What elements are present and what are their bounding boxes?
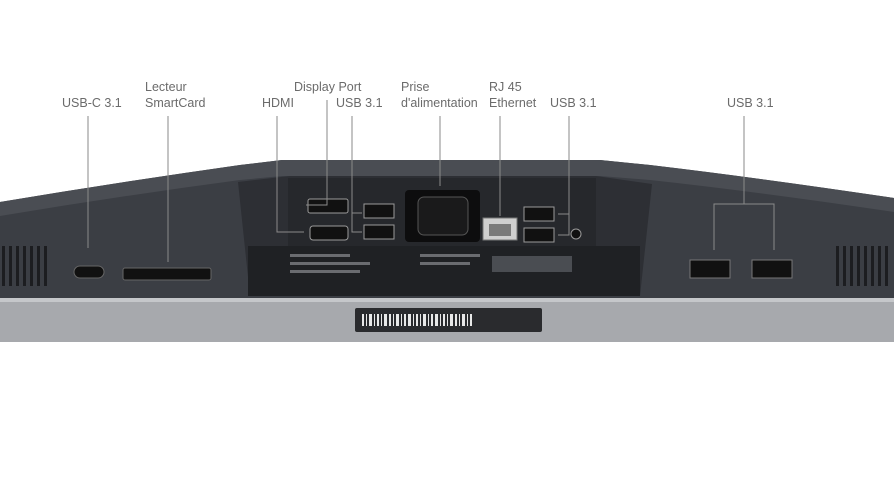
barcode	[362, 314, 472, 326]
label-hdmi: HDMI	[262, 96, 294, 110]
label-rj45-line1: RJ 45	[489, 80, 522, 94]
left-vent	[2, 246, 47, 286]
audio-jack	[570, 228, 582, 240]
silver-highlight	[0, 298, 894, 302]
label-power-line2: d'alimentation	[401, 96, 478, 110]
usb-a-mid-bottom	[523, 227, 555, 243]
usb-a-left-top	[363, 203, 395, 219]
displayport-port	[307, 198, 349, 214]
power-inlet	[417, 196, 469, 236]
label-smartcard-line1: Lecteur	[145, 80, 187, 94]
usb-a-left-bottom	[363, 224, 395, 240]
usb-a-right-1	[689, 259, 731, 279]
usb-a-mid-top	[523, 206, 555, 222]
barcode-label	[355, 308, 542, 332]
label-usb-a-mid: USB 3.1	[550, 96, 597, 110]
smartcard-slot	[122, 267, 212, 281]
leader-lines	[87, 100, 775, 262]
label-power-line1: Prise	[401, 80, 430, 94]
right-vent	[836, 246, 888, 286]
label-usb-a-right: USB 3.1	[727, 96, 774, 110]
chassis-top-face	[0, 160, 894, 216]
usb-a-right-2	[751, 259, 793, 279]
usbc-port	[73, 265, 105, 279]
label-usbc: USB-C 3.1	[62, 96, 122, 110]
label-smartcard-line2: SmartCard	[145, 96, 206, 110]
label-displayport: Display Port	[294, 80, 362, 94]
label-rj45-line2: Ethernet	[489, 96, 537, 110]
sticker-text	[290, 254, 572, 273]
label-usb-a-left: USB 3.1	[336, 96, 383, 110]
hdmi-port	[309, 225, 349, 241]
